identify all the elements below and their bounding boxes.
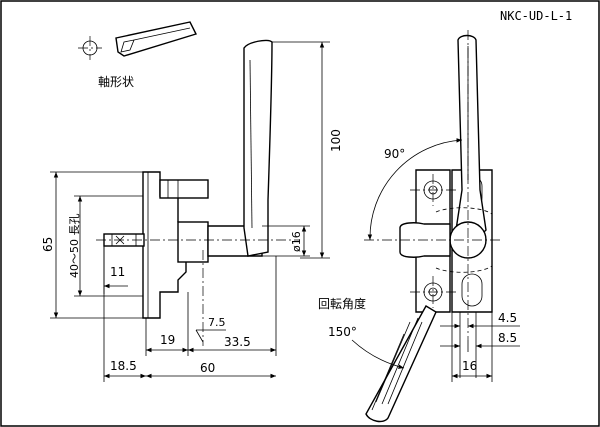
front-view: 90° 150° 回転角度 4.5 8.5 16: [318, 30, 520, 423]
part-number: NKC-UD-L-1: [500, 9, 572, 23]
dim-8-5: 8.5: [498, 331, 517, 345]
dim-shaft-dia: ø16: [290, 231, 303, 252]
dim-19: 19: [160, 333, 175, 347]
dim-total-height: 65: [41, 237, 55, 252]
handle-upright: [455, 34, 487, 248]
handle-lever: [243, 39, 273, 257]
hub-body: [177, 221, 209, 263]
angle-90: 90°: [384, 147, 405, 161]
dim-handle-length: 100: [329, 129, 343, 152]
dim-7-5: 7.5: [208, 316, 226, 329]
dim-18-5: 18.5: [110, 359, 137, 373]
dim-16: 16: [462, 359, 477, 373]
angle-150: 150°: [328, 325, 357, 339]
dim-33-5: 33.5: [224, 335, 251, 349]
rotation-angle-label: 回転角度: [318, 296, 366, 311]
handle-rotated-150: [365, 305, 437, 423]
hub-top: [159, 179, 209, 199]
shaft-profile: [115, 21, 197, 57]
side-view: 65 40～50 長孔 11 100 ø16 19 33.5 7.5: [41, 39, 343, 382]
shaft-shape-label: 軸形状: [98, 75, 134, 89]
dim-60: 60: [200, 361, 215, 375]
slot-bottom: [461, 273, 483, 307]
dim-shaft-width: 11: [110, 265, 125, 279]
dim-4-5: 4.5: [498, 311, 517, 325]
shaft-shape-detail: 軸形状: [78, 21, 197, 89]
dim-long-hole: 40～50 長孔: [68, 214, 81, 279]
